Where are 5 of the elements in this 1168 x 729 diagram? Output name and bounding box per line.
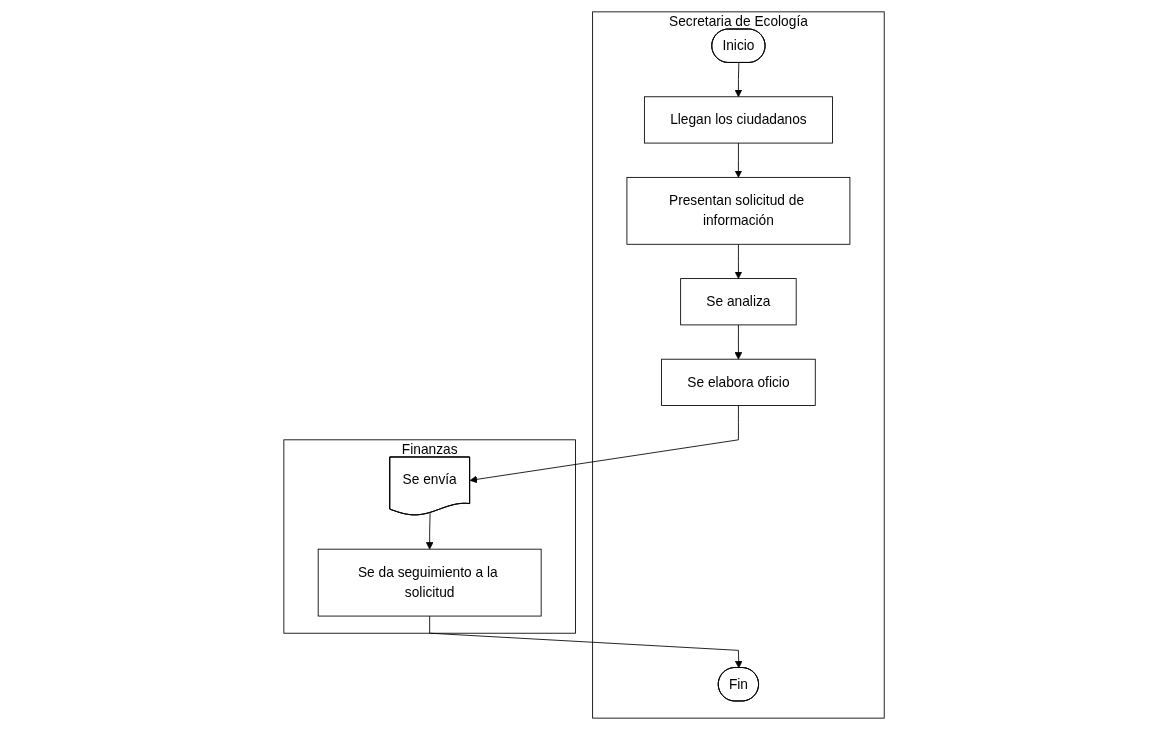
node-box: Se da seguimiento a la solicitud (317, 548, 542, 616)
node-box: Se analiza (680, 277, 797, 325)
node-box: Se elabora oficio (661, 358, 816, 406)
node-box: Llegan los ciudadanos (643, 95, 833, 143)
node-box: Presentan solicitud de información (626, 176, 851, 245)
